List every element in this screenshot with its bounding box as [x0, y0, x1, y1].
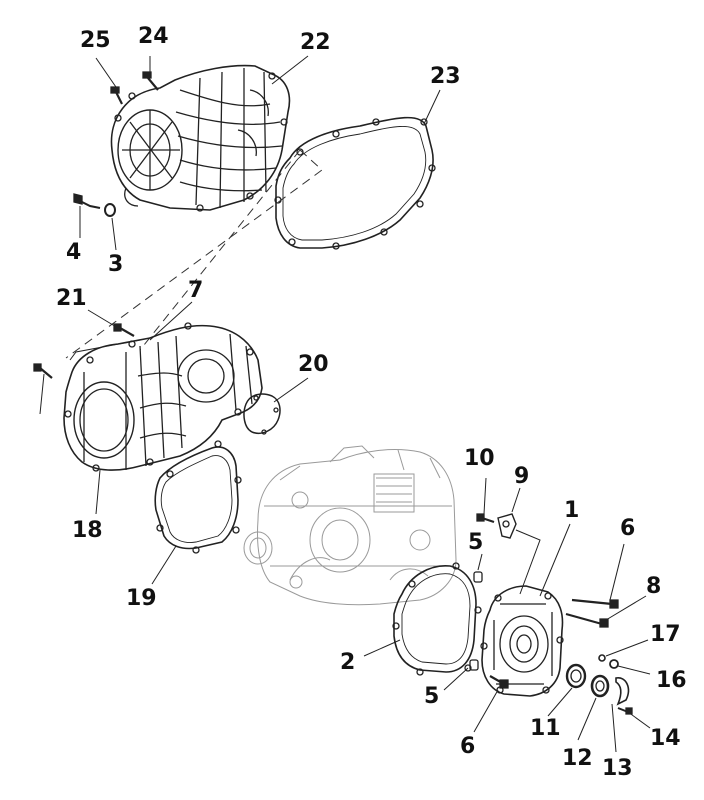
inner-gasket-18 — [155, 441, 241, 553]
callout-6-lower: 6 — [460, 734, 476, 759]
bolt-10 — [477, 514, 494, 522]
gasket-2 — [393, 563, 481, 675]
hose-fitting-9 — [498, 514, 516, 538]
screw-14 — [618, 708, 632, 714]
bolt-8 — [566, 614, 608, 627]
callout-16: 17 — [650, 622, 681, 647]
callout-5-upper: 5 — [468, 530, 484, 555]
callout-21: 22 — [300, 30, 331, 55]
bolt-6-lower — [490, 676, 508, 688]
callout-9: 9 — [514, 464, 530, 489]
small-gasket-19 — [244, 394, 280, 434]
callout-11: 11 — [530, 716, 561, 741]
middle-clutch-cover-17 — [64, 323, 262, 471]
gasket-washer-3 — [105, 204, 115, 216]
leader-lines — [39, 55, 651, 753]
callout-23: 24 — [138, 24, 169, 49]
seal-ring-12 — [592, 676, 608, 696]
crankcase-cover-1 — [481, 586, 563, 696]
callout-12: 12 — [562, 746, 593, 771]
callout-1: 1 — [564, 498, 580, 523]
callout-20: 21 — [56, 286, 87, 311]
o-ring-16 — [599, 655, 605, 661]
callout-17: 18 — [72, 518, 103, 543]
bolt-20 — [114, 324, 134, 336]
callout-7: 7 — [188, 278, 204, 303]
oil-seal-11 — [567, 665, 585, 687]
o-ring-15 — [610, 660, 618, 668]
outer-clutch-cover-21 — [111, 66, 289, 211]
bolt-24 — [111, 87, 122, 104]
callout-15: 16 — [656, 668, 687, 693]
callout-4: 4 — [66, 240, 82, 265]
bolt-6-upper — [572, 600, 618, 608]
dowel-pin-5-upper — [474, 572, 482, 582]
callout-22: 23 — [430, 64, 461, 89]
callout-3: 3 — [108, 252, 124, 277]
callout-19: 20 — [298, 352, 329, 377]
bolt-25 — [34, 364, 52, 378]
callout-18: 19 — [126, 586, 157, 611]
cover-plate-13 — [616, 678, 628, 704]
engine-crankcase — [244, 446, 456, 605]
callout-2: 2 — [340, 650, 356, 675]
alignment-lines — [65, 149, 323, 359]
callout-8: 8 — [646, 574, 662, 599]
bolt-23 — [143, 72, 158, 90]
callout-10: 10 — [464, 446, 495, 471]
callout-24: 25 — [80, 28, 111, 53]
callout-5-lower: 5 — [424, 684, 440, 709]
callout-14: 14 — [650, 726, 681, 751]
dowel-pin-5-lower — [470, 660, 478, 670]
outer-gasket-22 — [275, 118, 435, 249]
drain-bolt-4 — [74, 194, 100, 208]
callout-6-upper: 6 — [620, 516, 636, 541]
callout-13: 13 — [602, 756, 633, 781]
